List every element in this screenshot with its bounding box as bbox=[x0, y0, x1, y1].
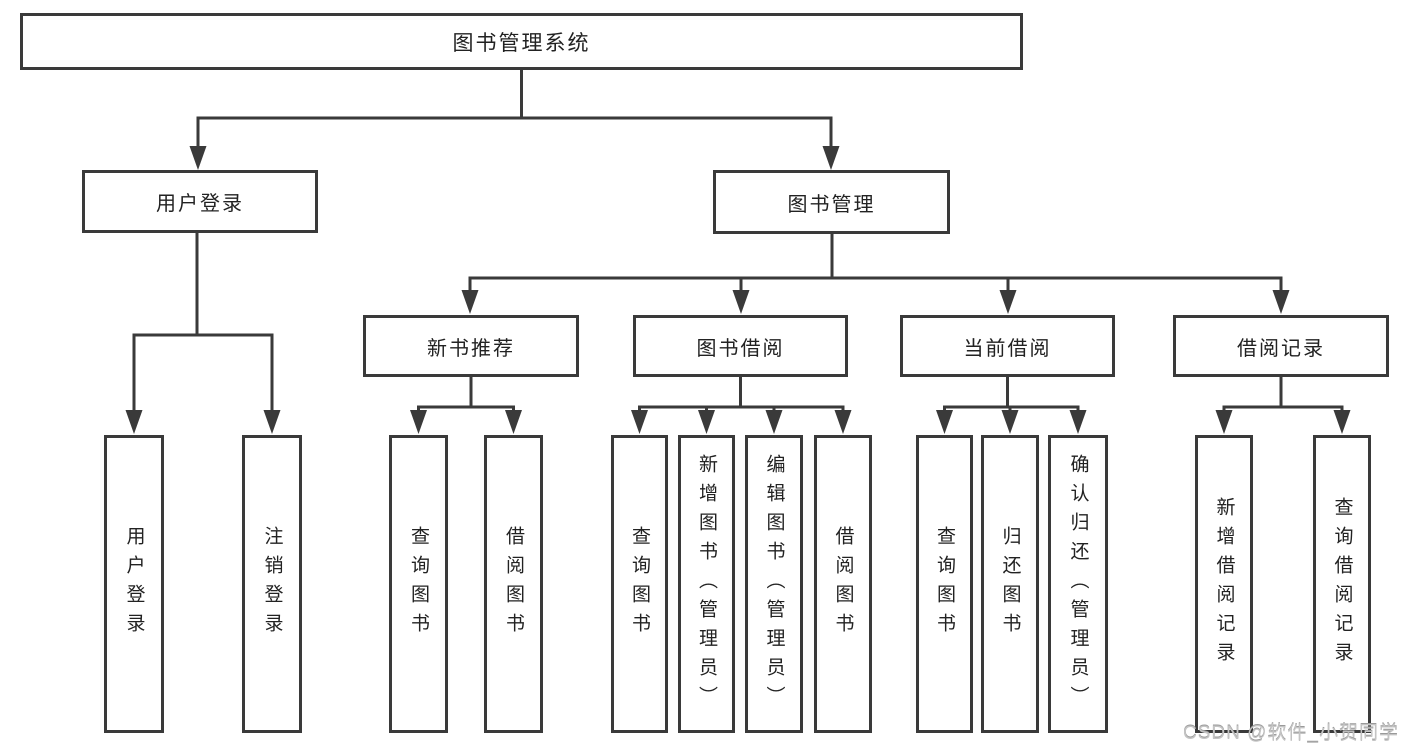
node-current-borrowing: 当前借阅 bbox=[900, 315, 1115, 377]
leaf-add-borrow-record: 新增借阅记录 bbox=[1195, 435, 1253, 733]
leaf-confirm-return-admin: 确认归还（管理员） bbox=[1048, 435, 1108, 733]
leaf-query-books-recommend: 查询图书 bbox=[389, 435, 448, 733]
node-user-login: 用户登录 bbox=[82, 170, 318, 233]
node-book-borrowing: 图书借阅 bbox=[633, 315, 848, 377]
leaf-return-books: 归还图书 bbox=[981, 435, 1039, 733]
csdn-watermark: CSDN @软件_小贺同学 bbox=[1183, 723, 1399, 744]
leaf-add-books-admin: 新增图书（管理员） bbox=[678, 435, 735, 733]
leaf-user-login: 用户登录 bbox=[104, 435, 164, 733]
node-borrowing-records: 借阅记录 bbox=[1173, 315, 1389, 377]
leaf-query-books-borrowing: 查询图书 bbox=[611, 435, 668, 733]
node-book-management: 图书管理 bbox=[713, 170, 950, 234]
leaf-borrow-books: 借阅图书 bbox=[814, 435, 872, 733]
leaf-query-borrow-record: 查询借阅记录 bbox=[1313, 435, 1371, 733]
node-root-system: 图书管理系统 bbox=[20, 13, 1023, 70]
leaf-logout: 注销登录 bbox=[242, 435, 302, 733]
leaf-borrow-books-recommend: 借阅图书 bbox=[484, 435, 543, 733]
leaf-query-books-current: 查询图书 bbox=[916, 435, 973, 733]
node-new-book-recommend: 新书推荐 bbox=[363, 315, 579, 377]
leaf-edit-books-admin: 编辑图书（管理员） bbox=[745, 435, 803, 733]
